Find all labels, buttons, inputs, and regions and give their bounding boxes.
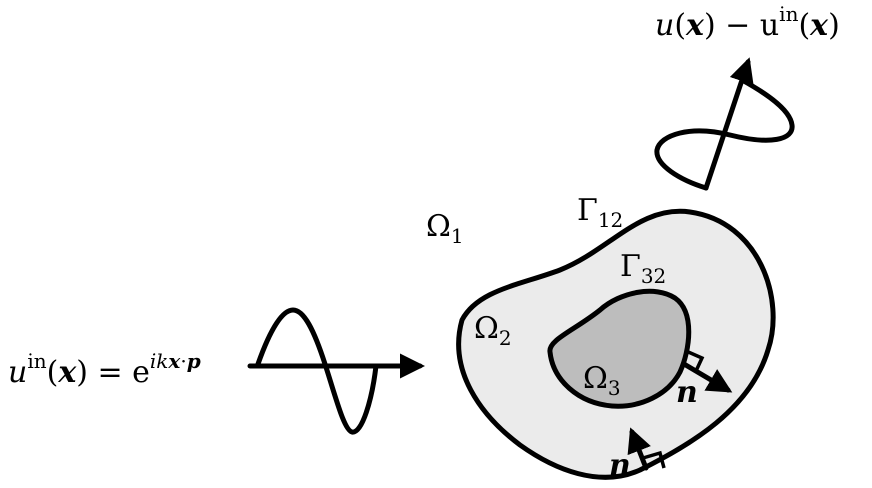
label-omega1: Ω1 [426,209,464,248]
inner-right-angle-marker [685,349,705,372]
outer-right-angle-marker [642,450,666,469]
label-omega2: Ω2 [474,311,512,350]
scattered-wave-formula: u(x) − uin(x) [655,2,840,43]
scattered-wave-arrow [703,57,754,191]
outer-normal-arrow [627,427,651,471]
label-gamma12: Γ12 [577,193,623,232]
incident-wave-curve [255,307,379,435]
label-gamma32: Γ32 [620,249,666,288]
label-normal-outer: n [609,448,631,483]
scattered-wave-curve [654,77,795,191]
label-normal-inner: n [676,375,698,410]
label-omega3: Ω3 [583,361,621,400]
incident-wave-formula: uin(x) = eikx·p [8,349,201,390]
inner-normal-arrow [681,361,733,393]
inner-domain-omega3 [547,288,692,409]
